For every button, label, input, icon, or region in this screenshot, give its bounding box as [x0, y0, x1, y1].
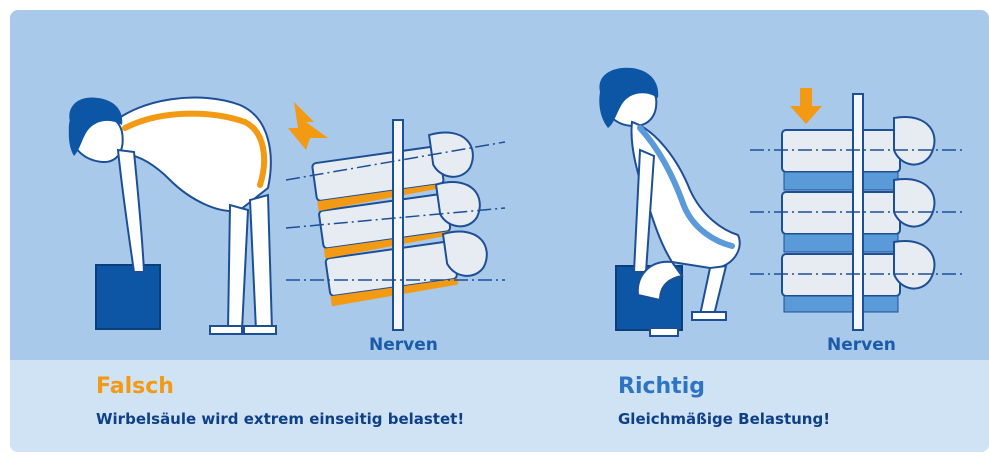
nerves-label-left: Nerven	[369, 335, 438, 355]
pressure-arrow-left	[288, 102, 328, 150]
feet-left	[210, 326, 276, 334]
nerves-label-right: Nerven	[827, 335, 896, 355]
squatting-person-figure	[599, 68, 739, 336]
legs-left	[228, 195, 272, 330]
spine-diagram-wrong	[286, 102, 505, 330]
caption-band: Falsch Wirbelsäule wird extrem einseitig…	[10, 360, 989, 452]
bending-person-figure	[69, 97, 276, 334]
arm-left	[118, 150, 144, 272]
subtitle-wrong: Wirbelsäule wird extrem einseitig belast…	[96, 410, 464, 428]
heading-wrong: Falsch	[96, 374, 174, 399]
spine-diagram-correct	[750, 88, 965, 330]
illustration-canvas	[10, 10, 989, 360]
heading-correct: Richtig	[618, 374, 705, 399]
illustration-card: Nerven Nerven Falsch Wirbelsäule wird ex…	[10, 10, 989, 452]
subtitle-correct: Gleichmäßige Belastung!	[618, 410, 830, 428]
pressure-arrow-right	[790, 88, 822, 124]
lifted-box-left	[96, 265, 160, 329]
nerve-cord-left	[393, 120, 403, 330]
